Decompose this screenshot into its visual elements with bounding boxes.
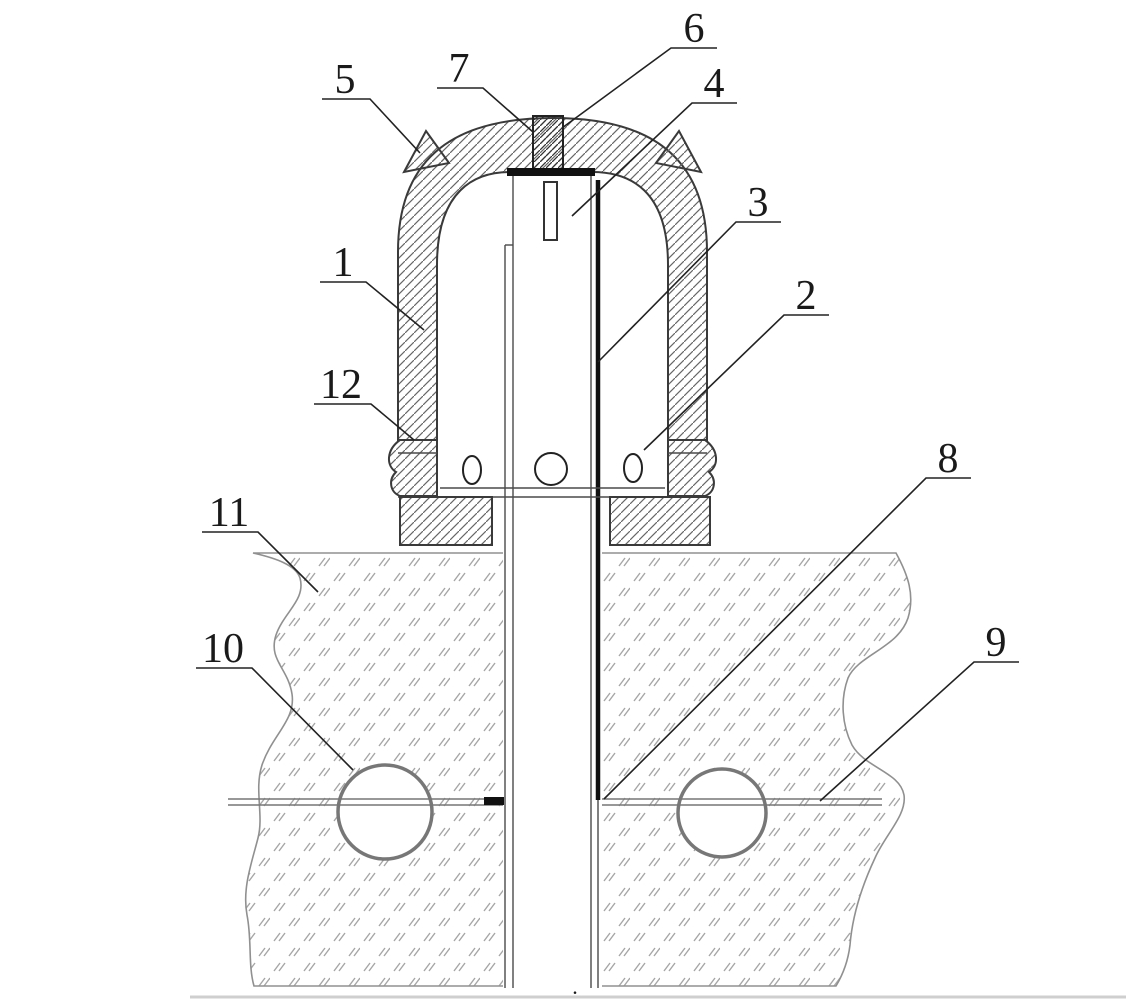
callout-8: 8 <box>603 436 971 800</box>
callout-label-7: 7 <box>449 46 470 92</box>
leader-line-9 <box>819 661 1019 802</box>
callouts: 5 7 6 4 3 2 1 12 <box>196 6 1019 802</box>
dome-housing <box>388 116 717 546</box>
leader-line-5 <box>322 98 421 154</box>
callout-6: 6 <box>561 6 717 129</box>
callout-label-4: 4 <box>704 61 725 107</box>
center-port-hole <box>534 452 568 486</box>
callout-label-10: 10 <box>202 626 244 672</box>
leader-line-12 <box>314 403 415 441</box>
leader-line-4 <box>571 102 737 217</box>
callout-label-3: 3 <box>748 180 769 226</box>
callout-label-8: 8 <box>938 436 959 482</box>
leader-line-10 <box>196 667 354 771</box>
callout-1: 1 <box>320 240 425 331</box>
top-seal-bar <box>507 168 595 176</box>
callout-label-5: 5 <box>335 57 356 103</box>
left-bore-circle <box>336 763 434 861</box>
callout-label-11: 11 <box>209 490 249 536</box>
top-cap-assembly <box>507 115 595 241</box>
dome-right-ear <box>654 129 703 174</box>
leader-line-11 <box>202 531 319 593</box>
callout-12: 12 <box>314 362 415 441</box>
leader-line-2 <box>643 314 829 451</box>
leader-line-3 <box>597 221 781 363</box>
callout-label-2: 2 <box>796 273 817 319</box>
central-tube <box>484 176 602 988</box>
callout-9: 9 <box>819 620 1019 802</box>
leader-line-7 <box>437 87 534 133</box>
top-plug <box>532 115 564 171</box>
dome-wall-ring <box>397 116 708 441</box>
right-bore-circle <box>676 767 768 859</box>
callout-label-12: 12 <box>320 362 362 408</box>
right-port-hole <box>623 453 643 483</box>
callout-7: 7 <box>437 46 534 133</box>
flange-block-right <box>609 496 711 546</box>
callout-11: 11 <box>202 490 319 593</box>
leader-line-6 <box>561 47 717 129</box>
leader-line-1 <box>320 281 425 331</box>
bottom-mark: . <box>572 974 578 999</box>
callout-5: 5 <box>322 57 421 154</box>
callout-10: 10 <box>196 626 354 771</box>
seam-tick <box>484 797 504 805</box>
inner-pin <box>543 181 558 241</box>
flange-block-left <box>399 496 493 546</box>
collar-right <box>667 439 717 497</box>
callout-2: 2 <box>643 273 829 451</box>
callout-label-1: 1 <box>333 240 354 286</box>
callout-4: 4 <box>571 61 737 217</box>
callout-label-6: 6 <box>684 6 705 52</box>
tube-interior-mask <box>503 548 602 988</box>
left-port-hole <box>462 455 482 485</box>
leader-line-8 <box>603 477 971 800</box>
callout-label-9: 9 <box>986 620 1007 666</box>
callout-3: 3 <box>597 180 781 363</box>
dome-left-ear <box>402 129 451 174</box>
collar-left <box>388 439 438 497</box>
